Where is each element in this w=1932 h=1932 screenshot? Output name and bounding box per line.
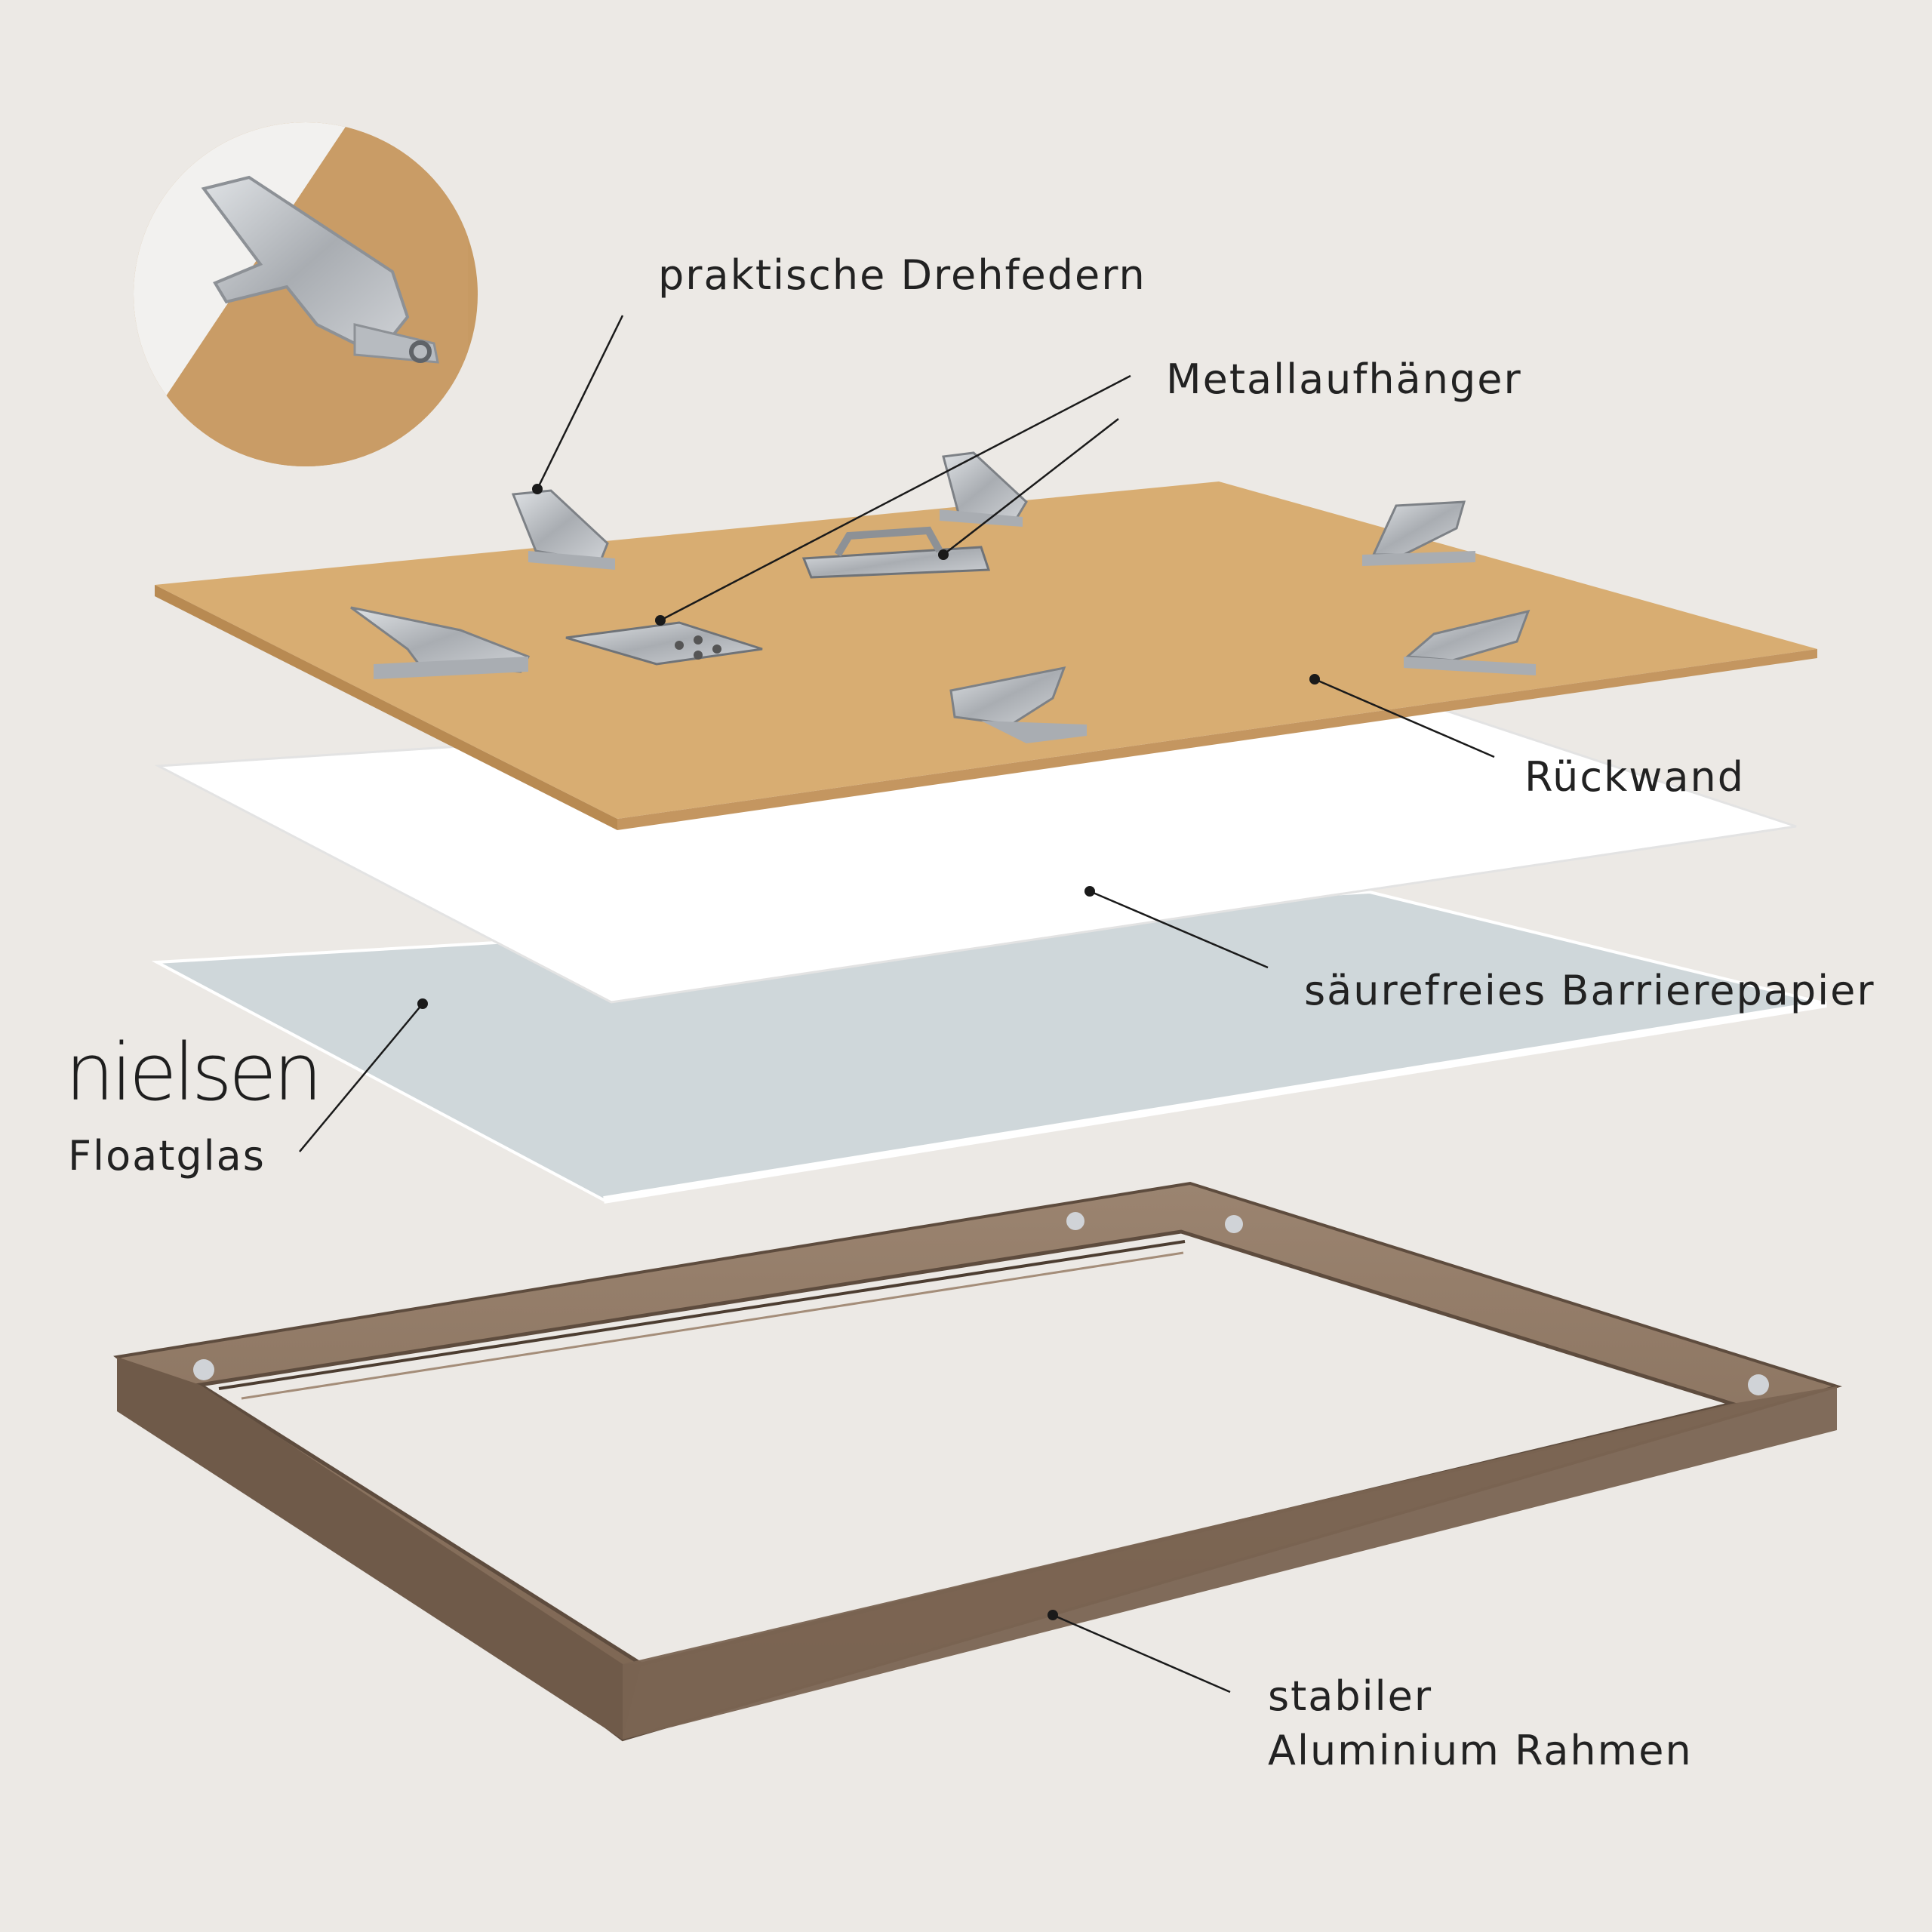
leader-dots (417, 484, 1320, 1620)
brand-logo: nielsen (65, 1026, 323, 1118)
turn-spring-icon (940, 451, 1028, 527)
label-drehfedern: praktische Drehfedern (658, 251, 1146, 299)
turn-spring-icon (1362, 500, 1475, 566)
label-rueckwand: Rückwand (1524, 753, 1746, 801)
aluminium-frame (113, 1181, 1842, 1742)
turn-spring-icon (511, 489, 615, 570)
label-rahmen-line2: Aluminium Rahmen (1268, 1727, 1693, 1774)
turn-spring-closeup (134, 122, 478, 466)
label-rahmen-line1: stabiler (1268, 1672, 1433, 1720)
turn-spring-icon (949, 666, 1087, 743)
leader-lines (299, 315, 1495, 1694)
turn-spring-icon (1404, 609, 1536, 675)
closeup-spring-icon (201, 175, 410, 357)
label-floatglas: Floatglas (68, 1132, 266, 1180)
sawtooth-hanger-icon (565, 621, 763, 666)
label-metallaufhaenger: Metallaufhänger (1166, 355, 1522, 403)
turn-spring-icon (350, 606, 531, 679)
label-barrierepapier: säurefreies Barrierepapier (1304, 967, 1875, 1014)
